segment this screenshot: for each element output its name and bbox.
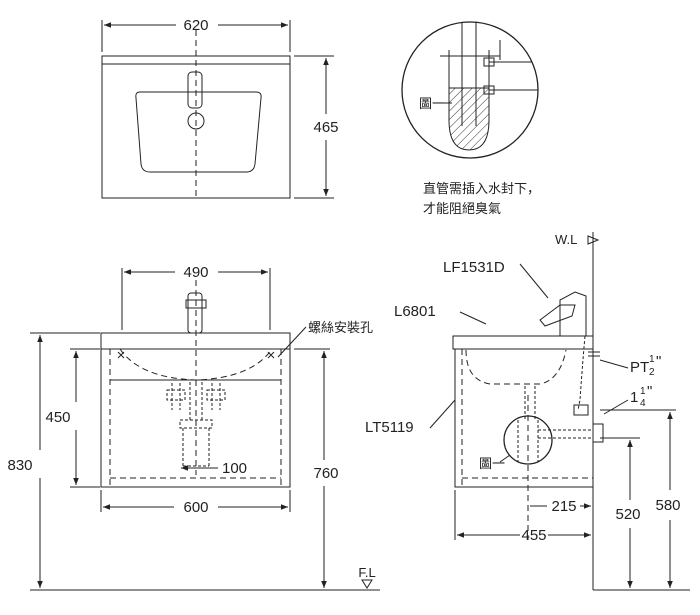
front-view [30,268,380,591]
pipe-denominator: 4 [640,398,646,409]
top-view-outline [101,55,291,199]
pt-denominator: 2 [649,367,655,378]
water-level-label: W.L [555,232,577,247]
detail-note-line2: 才能阻絕臭氣 [423,201,501,216]
wl-arrow [587,235,600,245]
faucet-top [187,71,203,109]
pt-label: PT [630,359,649,376]
front-bottom-width: 600 [183,499,208,516]
side-depth-dimension: 455 [521,527,546,544]
side-view [429,232,690,591]
floor-level-label: F.L [358,565,375,580]
drain-height-dimension: 520 [615,506,640,523]
top-width-dimension: 620 [183,17,208,34]
side-faucet [559,291,587,336]
pipe-whole-number: 1 [630,389,638,406]
drain-offset-dimension: 215 [551,498,576,515]
plumbing-hidden [166,382,226,467]
side-counter [452,335,594,350]
supply-height-dimension: 580 [655,497,680,514]
pipe-numerator: 1 [640,386,646,397]
detail-callout-label: 圖一 [419,96,445,111]
cabinet-model-label: LT5119 [365,419,414,436]
supply-hose [577,335,586,411]
front-basin-height: 450 [45,409,70,426]
pt-numerator: 1 [649,354,655,365]
faucet-front [187,292,203,334]
basin-bowl-outline [135,91,262,173]
basin-model-label: L6801 [394,303,436,320]
front-cabinet-height: 760 [313,465,338,482]
water-seal-hatch [448,87,490,151]
side-basin-hidden [465,349,567,385]
front-trap-width: 100 [222,460,247,477]
front-top-width: 490 [183,264,208,281]
side-cabinet [454,348,594,488]
detail-view [401,21,539,159]
faucet-model-label: LF1531D [443,259,505,276]
cabinet-outline [100,348,291,488]
top-view [101,20,334,200]
top-depth-dimension: 465 [313,119,338,136]
side-callout-label: 圖一 [479,456,505,471]
screw-hole-label: 螺絲安裝孔 [308,320,373,335]
front-total-height: 830 [7,457,32,474]
detail-note-line1: 直管需插入水封下， [423,181,540,196]
pipe-inch-mark: " [647,383,652,400]
drain-top [187,112,205,130]
pt-inch-mark: " [656,353,661,370]
